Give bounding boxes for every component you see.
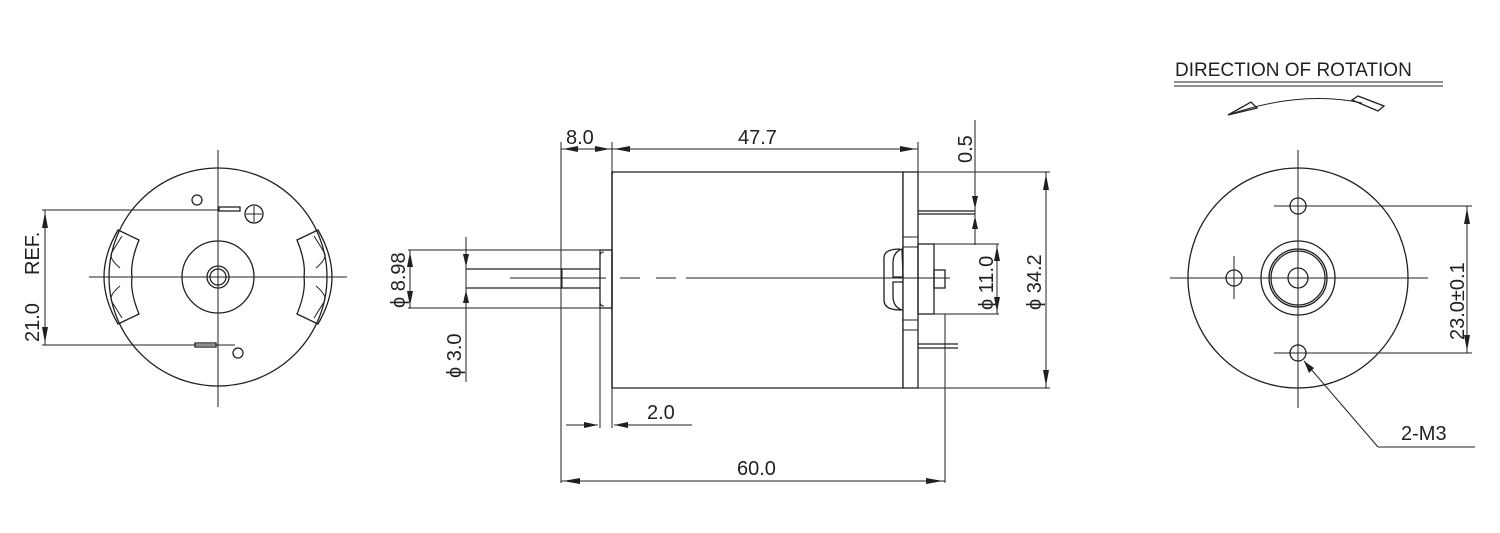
dim-hole-spacing: 23.0±0.1 xyxy=(1447,262,1469,340)
dim-terminal-offset: 0.5 xyxy=(955,135,977,163)
front-view: DIRECTION OF ROTATION 23.0±0.1 xyxy=(1170,60,1475,448)
direction-of-rotation-title: DIRECTION OF ROTATION xyxy=(1175,60,1412,81)
dim-overall-length: 60.0 xyxy=(737,458,776,480)
plus-polarity-icon xyxy=(244,204,264,224)
positive-terminal xyxy=(218,206,241,212)
dim-terminal-spacing-suffix: REF. xyxy=(22,232,44,275)
dim-shaft-diameter: ϕ 3.0 xyxy=(444,333,466,378)
dim-body-length: 47.7 xyxy=(738,127,777,149)
dim-front-boss-length: 2.0 xyxy=(647,402,675,424)
rear-view: 21.0 REF. xyxy=(22,150,347,407)
dim-shaft-length: 8.0 xyxy=(566,127,594,149)
dim-front-boss-diameter: ϕ 8.98 xyxy=(388,252,410,308)
mounting-holes-label: 2-M3 xyxy=(1401,423,1447,445)
dim-terminal-spacing-value: 21.0 xyxy=(22,303,44,342)
dim-body-diameter: ϕ 34.2 xyxy=(1024,254,1046,310)
side-view: 8.0 47.7 0.5 ϕ 11.0 ϕ 34.2 ϕ 8.98 xyxy=(388,120,1050,484)
rotation-arrow-icon xyxy=(1227,95,1386,116)
dim-bearing-boss-diameter: ϕ 11.0 xyxy=(976,256,998,310)
